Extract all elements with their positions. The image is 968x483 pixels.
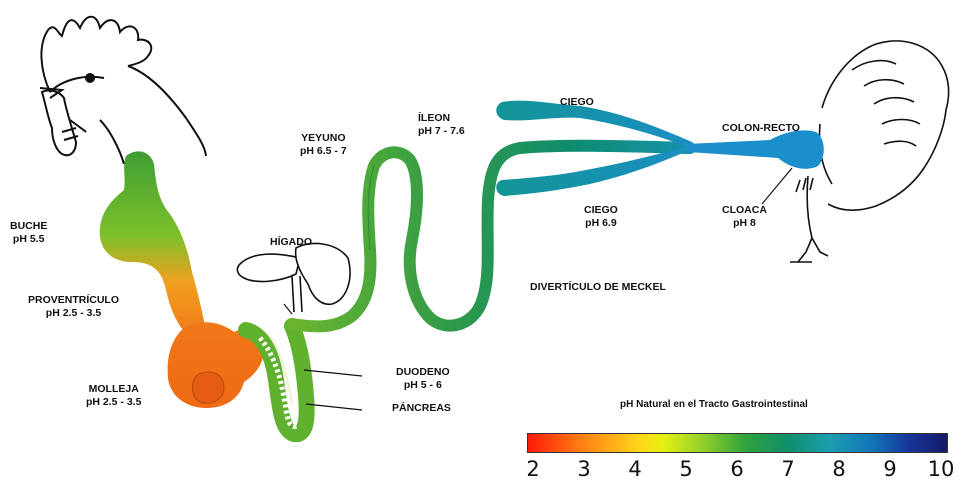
scale-tick-label: 8 [832, 457, 845, 481]
ph-color-scale [527, 433, 948, 453]
scale-tick-label: 3 [577, 457, 590, 481]
scale-tick-label: 7 [781, 457, 794, 481]
label-higado: HÍGADO [270, 236, 312, 249]
scale-tick-label: 2 [526, 457, 539, 481]
label-colon: COLON-RECTO [722, 122, 800, 135]
scale-tick-label: 9 [883, 457, 896, 481]
label-ciego-top: CIEGO [560, 96, 594, 109]
duodenum-loop [246, 326, 307, 434]
colon-rectum [686, 130, 824, 168]
scale-tick-label: 10 [928, 457, 955, 481]
cloaca-pointer [762, 168, 792, 204]
gizzard-lobe [193, 372, 224, 403]
scale-title: pH Natural en el Tracto Gastrointestinal [620, 399, 808, 410]
label-pancreas: PÁNCREAS [392, 402, 451, 415]
label-meckel: DIVERTÍCULO DE MECKEL [530, 281, 666, 294]
liver-organ [237, 243, 350, 312]
scale-tick-label: 6 [730, 457, 743, 481]
scale-tick-label: 4 [628, 457, 641, 481]
rooster-head-outline [40, 17, 206, 164]
scale-tick-label: 5 [679, 457, 692, 481]
